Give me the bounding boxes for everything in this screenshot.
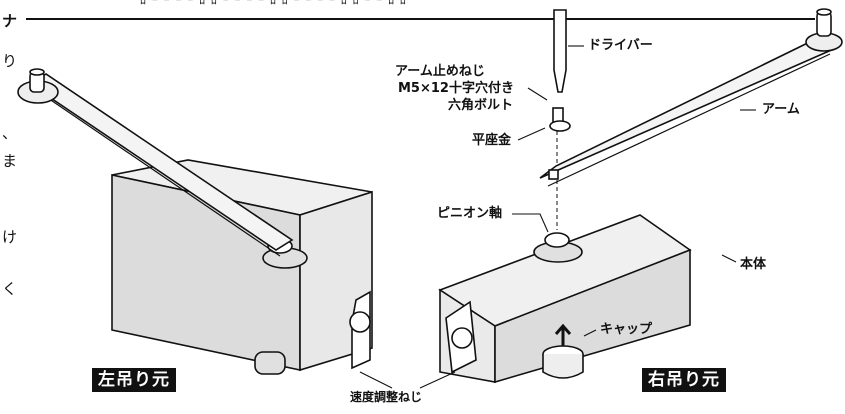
label-arm-screw-2: M5×12十字穴付き [398,81,514,96]
hex-bolt [552,107,564,123]
side-text-3: 、 [2,124,18,142]
right-pinion-nut [544,232,570,248]
label-pinion-shaft: ピニオン軸 [437,206,503,221]
label-body: 本体 [740,257,767,272]
badge-right-hung: 右吊り元 [642,368,726,392]
leader-pinion [512,213,549,233]
header-cut-text: ﾛ ｰ ｰ ｰ ｰ ﾛ ﾛ ｰ ｰ ｰ ｰ ﾛ ﾛ ｰ ｰ ｰ ｰ ﾛ ﾛ ｰ … [140,0,407,7]
leader-arm-screw [527,87,548,101]
left-arm-edge [35,89,281,257]
label-arm: アーム [762,102,800,117]
leader-speed-left [359,371,393,389]
side-text-2: り [2,52,18,70]
label-speed-screw: 速度調整ねじ [350,390,423,404]
badge-left-hung: 左吊り元 [92,368,176,392]
leader-washer [517,127,546,141]
leader-speed-right [419,371,456,389]
flat-washer [549,120,571,132]
side-text-1: ナ [2,12,18,30]
arm-square-hole [548,169,559,180]
label-flat-washer: 平座金 [472,133,512,148]
cap-side [542,354,584,379]
leader-body [721,254,737,263]
right-valve [451,327,473,349]
left-bottom-shaft [254,351,286,375]
screwdriver [553,9,567,93]
side-text-4: ま [2,152,18,170]
right-arm-edge [547,53,831,187]
label-arm-screw-3: 六角ボルト [448,98,514,113]
label-arm-screw-1: アーム止めねじ [395,64,485,79]
cap-arrow [554,323,572,346]
side-text-5: け [2,228,18,246]
leader-cap [583,329,597,337]
left-arm-pin-top [29,68,45,76]
right-closer [438,8,843,384]
leader-lines [359,45,756,389]
left-closer [17,68,373,375]
label-driver: ドライバー [588,38,653,53]
right-body-front [494,248,691,384]
side-text-6: く [2,280,18,298]
left-valve [349,311,371,333]
label-cap: キャップ [600,322,653,337]
right-arm-pin-top [816,8,832,16]
